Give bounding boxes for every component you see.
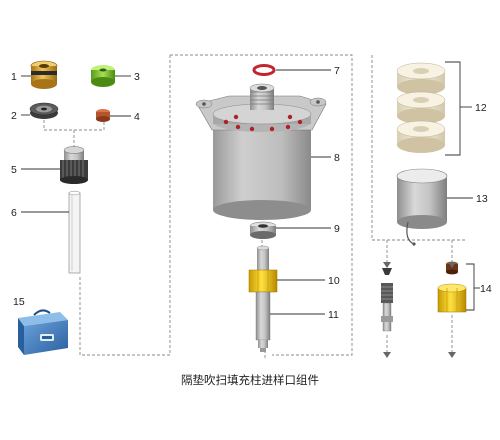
part-14-fittings xyxy=(381,261,467,332)
part-5-knurled-nut xyxy=(60,146,88,184)
label-13: 13 xyxy=(476,193,488,205)
label-12: 12 xyxy=(475,102,487,114)
label-4: 4 xyxy=(134,111,140,123)
label-1: 1 xyxy=(11,71,17,83)
part-10-column-nut xyxy=(248,245,278,293)
part-1-septum-nut xyxy=(30,60,58,89)
part-6-liner xyxy=(68,190,81,274)
part-2-septum-retainer xyxy=(29,102,59,119)
part-12-insulation xyxy=(396,62,446,153)
leader-lines xyxy=(21,61,480,315)
part-8-inlet-body xyxy=(195,83,327,220)
part-7-oring xyxy=(252,64,276,76)
label-10: 10 xyxy=(328,275,340,287)
part-15-toolkit xyxy=(18,309,68,355)
label-15: 15 xyxy=(13,296,25,308)
part-4-seal xyxy=(96,109,110,122)
part-9-nut xyxy=(249,221,277,239)
label-7: 7 xyxy=(334,65,340,77)
label-2: 2 xyxy=(11,110,17,122)
label-6: 6 xyxy=(11,207,17,219)
diagram-caption: 隔垫吹扫填充柱进样口组件 xyxy=(181,373,319,387)
dashed-guides xyxy=(43,54,466,358)
part-number-labels: 1 2 3 4 5 6 7 8 9 10 11 12 13 14 15 xyxy=(11,65,492,321)
part-13-cup xyxy=(396,168,448,246)
part-3-septum xyxy=(91,65,115,87)
label-8: 8 xyxy=(334,152,340,164)
flow-arrows xyxy=(383,262,456,358)
label-3: 3 xyxy=(134,71,140,83)
label-9: 9 xyxy=(334,223,340,235)
label-5: 5 xyxy=(11,164,17,176)
part-11-adapter xyxy=(255,291,271,352)
label-14: 14 xyxy=(480,283,492,295)
label-11: 11 xyxy=(328,309,339,321)
